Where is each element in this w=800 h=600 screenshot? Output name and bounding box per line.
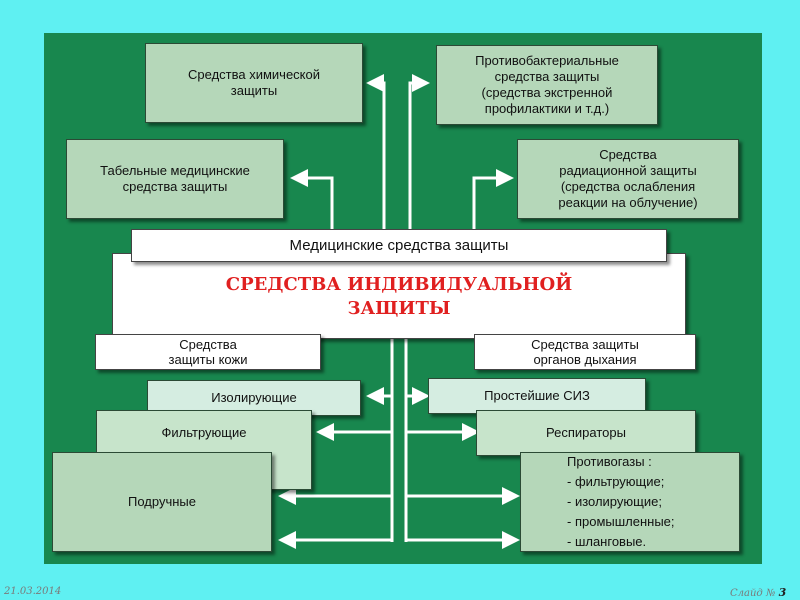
tabular-protection-box: Табельные медицинские средства защиты: [66, 139, 284, 219]
radiation-protection-box: Средства радиационной защиты (средства о…: [517, 139, 739, 219]
gas-masks-label: Противогазы : - фильтрующие; - изолирующ…: [567, 454, 675, 549]
medical-protection-banner: Медицинские средства защиты: [131, 229, 667, 262]
filtering-label: Фильтрующие: [161, 425, 247, 440]
arrow-up-antibacterial: [408, 74, 430, 230]
improvised-label: Подручные: [128, 494, 196, 509]
respirators-label: Респираторы: [546, 425, 626, 440]
respiratory-protection-label: Средства защиты органов дыхания: [531, 337, 639, 367]
footer-slide: Слайд № 3: [730, 586, 786, 599]
antibacterial-protection-box: Противобактериальные средства защиты (ср…: [436, 45, 658, 125]
chemical-protection-label: Средства химической защиты: [188, 67, 320, 98]
tabular-protection-label: Табельные медицинские средства защиты: [100, 163, 250, 194]
medical-protection-label: Медицинские средства защиты: [289, 236, 509, 254]
simplest-ppe-box: Простейшие СИЗ: [428, 378, 646, 414]
skin-protection-box: Средства защиты кожи: [95, 334, 321, 370]
footer-date: 21.03.2014: [4, 586, 62, 597]
footer-slide-number: 3: [778, 586, 787, 599]
arrow-up-radiation: [472, 169, 514, 230]
improvised-box: Подручные: [52, 452, 272, 552]
footer-slide-label: Слайд №: [730, 588, 776, 599]
respirators-box: Респираторы: [476, 410, 696, 456]
arrow-up-chemical: [366, 74, 386, 230]
antibacterial-protection-label: Противобактериальные средства защиты (ср…: [475, 53, 619, 116]
chemical-protection-box: Средства химической защиты: [145, 43, 363, 123]
simplest-ppe-label: Простейшие СИЗ: [484, 388, 590, 403]
respiratory-protection-box: Средства защиты органов дыхания: [474, 334, 696, 370]
radiation-protection-label: Средства радиационной защиты (средства о…: [558, 147, 698, 210]
arrow-up-tabular: [290, 169, 334, 230]
skin-protection-label: Средства защиты кожи: [168, 337, 248, 367]
gas-masks-box: Противогазы : - фильтрующие; - изолирующ…: [520, 452, 740, 552]
ppe-main-title: СРЕДСТВА ИНДИВИДУАЛЬНОЙ ЗАЩИТЫ: [225, 274, 573, 319]
isolating-label: Изолирующие: [211, 390, 297, 405]
